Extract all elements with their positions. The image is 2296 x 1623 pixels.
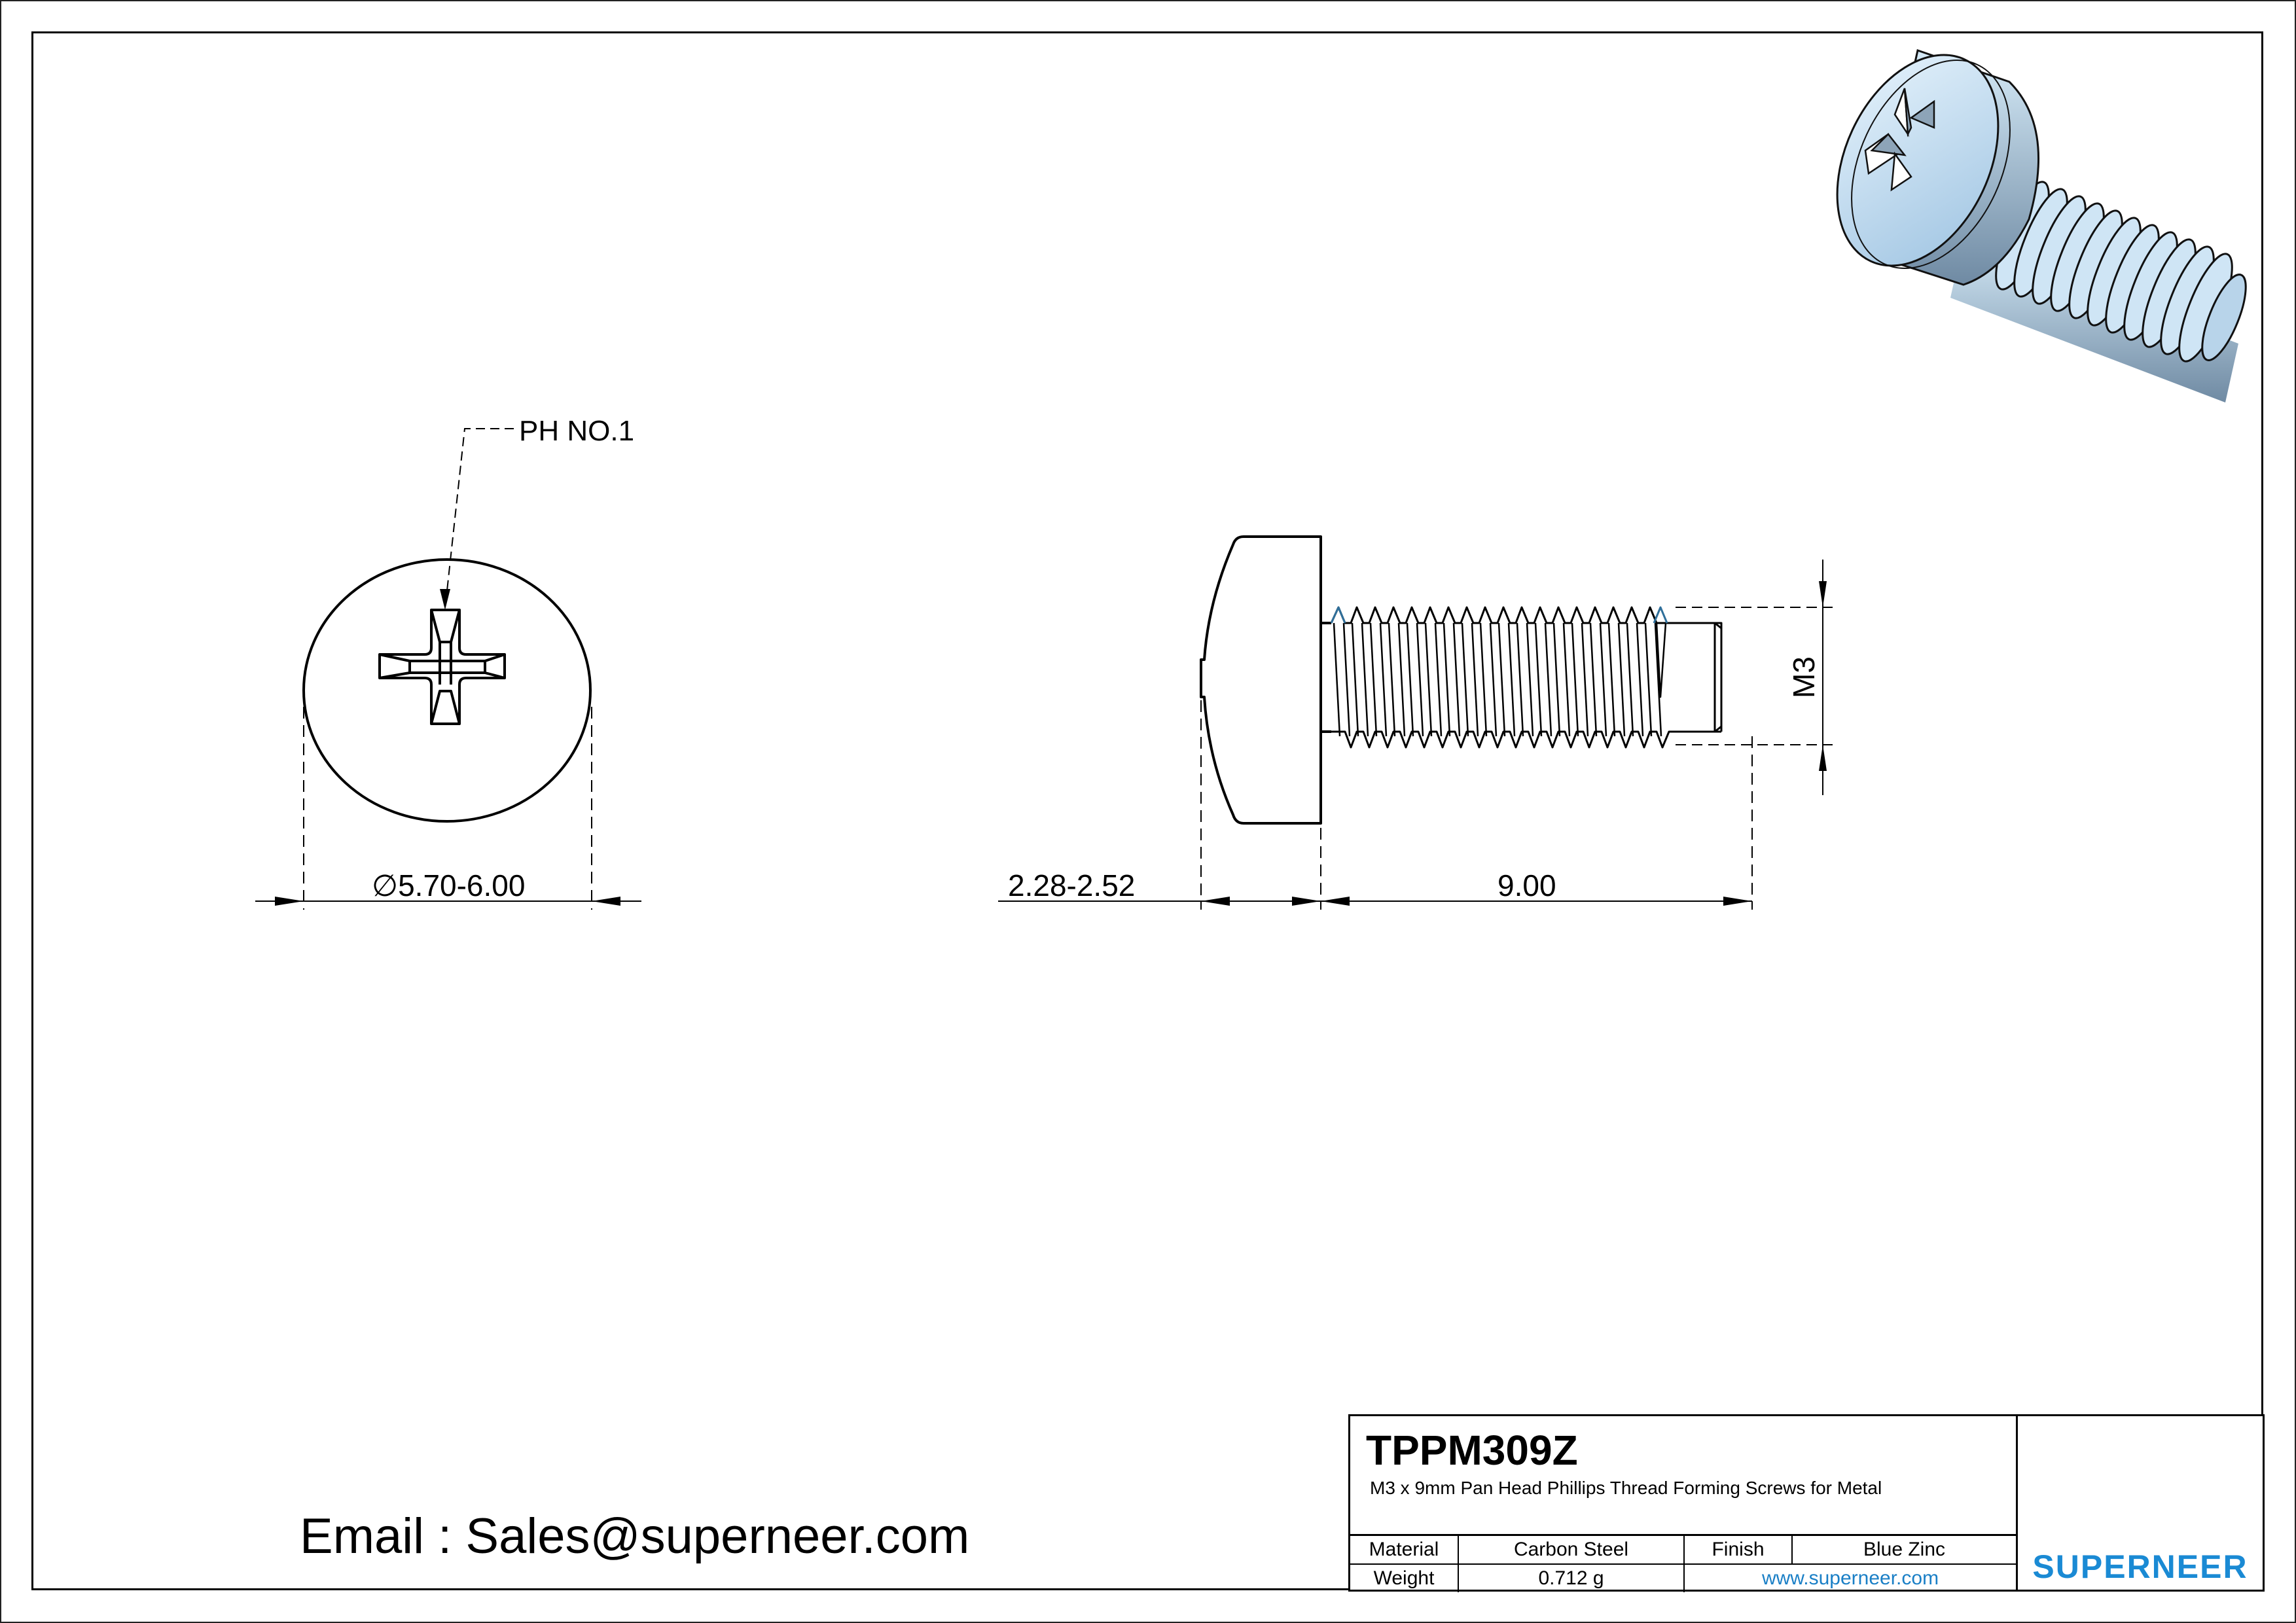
pan-head-outline xyxy=(1200,535,1322,825)
weight-label: Weight xyxy=(1350,1563,1459,1592)
material-value: Carbon Steel xyxy=(1458,1534,1685,1565)
head-outline xyxy=(302,558,592,823)
head-height-dimension: 2.28-2.52 xyxy=(1008,868,1136,902)
top-view xyxy=(255,428,641,910)
logo-wordmark: SUPERNEER xyxy=(2032,1548,2248,1585)
logo-cell: SUPERNEER xyxy=(2018,1416,2263,1592)
thread-dimension xyxy=(1676,560,1833,795)
side-view xyxy=(998,535,1833,910)
iso-thread xyxy=(1950,181,2247,402)
finish-label: Finish xyxy=(1683,1534,1793,1565)
material-label: Material xyxy=(1350,1534,1459,1565)
email-line[interactable]: Email : Sales@superneer.com xyxy=(300,1508,970,1564)
iso-phillips-recess-icon xyxy=(1864,88,1935,192)
part-number: TPPM309Z xyxy=(1366,1427,1578,1474)
weight-value: 0.712 g xyxy=(1458,1563,1685,1592)
part-description: M3 x 9mm Pan Head Phillips Thread Formin… xyxy=(1370,1478,1882,1498)
title-block-main: TPPM309Z M3 x 9mm Pan Head Phillips Thre… xyxy=(1350,1416,2018,1592)
head-diameter-value: 5.70-6.00 xyxy=(398,868,526,902)
table-row: Material Carbon Steel Finish Blue Zinc xyxy=(1350,1534,2016,1565)
website-link[interactable]: www.superneer.com xyxy=(1683,1563,2016,1592)
head-diameter-dimension: ∅5.70-6.00 xyxy=(372,870,525,901)
finish-value: Blue Zinc xyxy=(1791,1534,2016,1565)
length-dimension: 9.00 xyxy=(1498,868,1556,902)
iso-screw-render xyxy=(1836,49,2247,402)
title-block: TPPM309Z M3 x 9mm Pan Head Phillips Thre… xyxy=(1348,1414,2265,1592)
phillips-recess-icon xyxy=(378,609,506,725)
spec-table: Material Carbon Steel Finish Blue Zinc W… xyxy=(1350,1534,2016,1592)
table-row: Weight 0.712 g www.superneer.com xyxy=(1350,1563,2016,1592)
thread-profile xyxy=(1330,606,1723,749)
drawing-frame xyxy=(31,31,2263,1590)
thread-size-label: M3 xyxy=(1787,656,1821,698)
diameter-symbol-icon: ∅ xyxy=(372,868,399,902)
iso-head-face xyxy=(1836,54,2000,267)
phillips-callout-label: PH NO.1 xyxy=(519,415,635,447)
callout-leader xyxy=(444,428,514,609)
